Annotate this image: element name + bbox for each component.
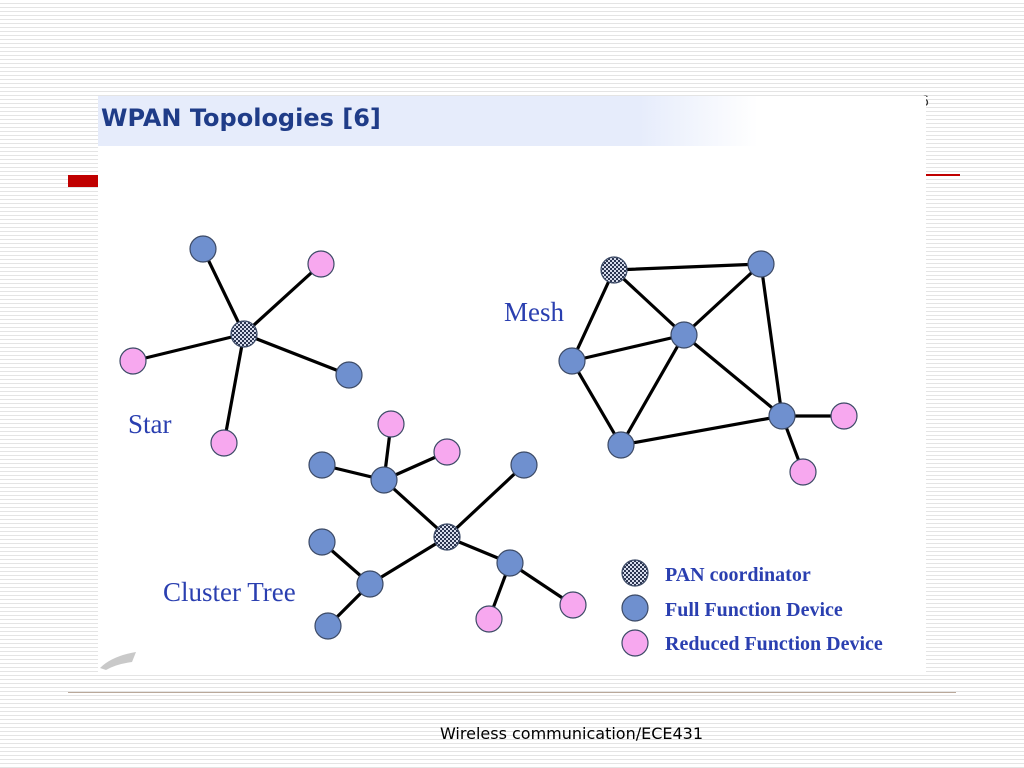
link-m3-m4 <box>570 359 623 447</box>
node-full-function-device-c8 <box>314 612 342 640</box>
corner-decoration <box>100 652 136 670</box>
link-m2-m5 <box>682 333 784 418</box>
title-band <box>98 96 758 146</box>
link-c0-c5 <box>445 463 526 539</box>
footer-text: Wireless communication/ECE431 <box>439 724 704 743</box>
link-m2-m4 <box>619 333 686 447</box>
link-m0-m3 <box>570 268 616 363</box>
cluster-tree-topology-label: Cluster Tree <box>163 577 296 607</box>
link-c0-c1 <box>382 478 449 539</box>
node-full-function-device-m4 <box>607 431 635 459</box>
node-pan-coordinator-s0 <box>230 320 258 348</box>
node-full-function-device-m5 <box>768 402 796 430</box>
legend-reduced-function-device-label: Reduced Function Device <box>665 633 883 655</box>
link-m1-m2 <box>682 262 763 337</box>
node-reduced-function-device-c10 <box>475 605 503 633</box>
node-full-function-device-m2 <box>670 321 698 349</box>
link-s0-s3 <box>131 332 246 363</box>
link-s0-s1 <box>201 247 246 336</box>
mesh-topology-label: Mesh <box>504 297 564 327</box>
topology-diagram: Star Mesh Cluster Tree PAN coordinator F… <box>100 235 883 670</box>
slide-title: WPAN Topologies [6] <box>101 104 381 132</box>
link-s0-s2 <box>242 262 323 336</box>
node-reduced-function-device-c11 <box>559 591 587 619</box>
link-m1-m5 <box>759 262 784 418</box>
node-full-function-device-c9 <box>496 549 524 577</box>
legend: PAN coordinator Full Function Device Red… <box>621 559 883 657</box>
node-full-function-device-s4 <box>335 361 363 389</box>
legend-pan-coordinator-label: PAN coordinator <box>665 564 811 586</box>
link-m0-m1 <box>612 262 763 272</box>
node-reduced-function-device-m7 <box>789 458 817 486</box>
link-s0-s4 <box>242 332 351 377</box>
legend-full-function-device-swatch <box>621 594 649 622</box>
node-reduced-function-device-m6 <box>830 402 858 430</box>
node-reduced-function-device-s3 <box>119 347 147 375</box>
node-full-function-device-c2 <box>308 451 336 479</box>
node-full-function-device-c1 <box>370 466 398 494</box>
accent-line-right <box>926 174 960 176</box>
legend-pan-coordinator-swatch <box>621 559 649 587</box>
node-reduced-function-device-s2 <box>307 250 335 278</box>
node-pan-coordinator-c0 <box>433 523 461 551</box>
footer-rule <box>68 692 956 693</box>
node-full-function-device-c6 <box>356 570 384 598</box>
link-s0-s5 <box>222 332 246 445</box>
link-c0-c6 <box>368 535 449 586</box>
slide-content: WPAN Topologies [6] Star Mesh Cluster Tr… <box>98 96 926 672</box>
legend-reduced-function-device-swatch <box>621 629 649 657</box>
node-full-function-device-m1 <box>747 250 775 278</box>
accent-bar-left <box>68 175 100 187</box>
link-m0-m2 <box>612 268 686 337</box>
node-full-function-device-c7 <box>308 528 336 556</box>
nodes-layer <box>119 235 858 640</box>
link-m4-m5 <box>619 414 784 447</box>
node-reduced-function-device-c4 <box>433 438 461 466</box>
node-full-function-device-s1 <box>189 235 217 263</box>
link-m3-m2 <box>570 333 686 363</box>
legend-full-function-device-label: Full Function Device <box>665 599 843 621</box>
node-reduced-function-device-c3 <box>377 410 405 438</box>
node-reduced-function-device-s5 <box>210 429 238 457</box>
star-topology-label: Star <box>128 409 172 439</box>
node-full-function-device-c5 <box>510 451 538 479</box>
node-full-function-device-m3 <box>558 347 586 375</box>
node-pan-coordinator-m0 <box>600 256 628 284</box>
